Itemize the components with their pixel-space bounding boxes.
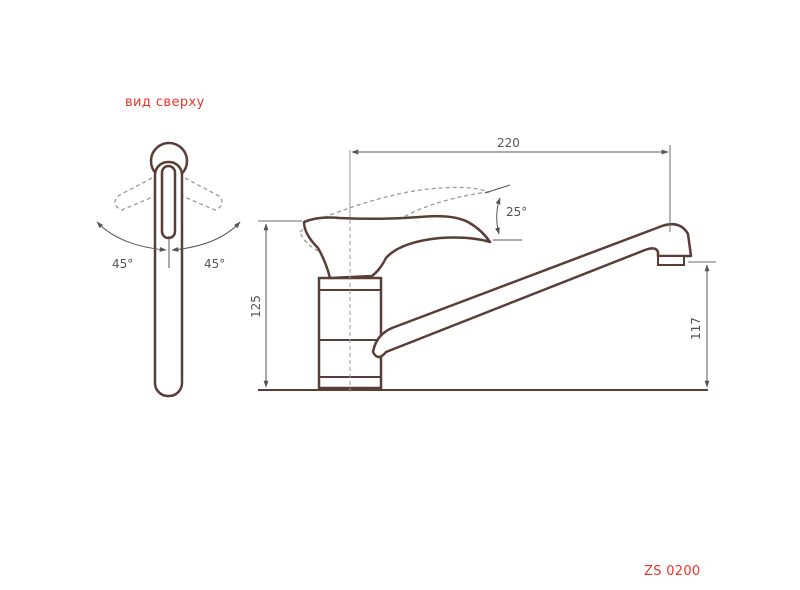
rotated-handle-left <box>114 177 156 211</box>
spout-aerator <box>657 255 685 266</box>
faucet-lever <box>302 214 492 280</box>
spout-height-dimension-label: 117 <box>689 317 703 340</box>
right-angle-arc <box>171 221 241 252</box>
left-angle-label: 45° <box>112 257 133 271</box>
model-code: ZS 0200 <box>644 564 701 579</box>
lever-angle-label: 25° <box>506 205 527 219</box>
top-view: 45° 45° <box>96 141 241 398</box>
top-view-lever <box>160 164 177 240</box>
top-view-caption: вид сверху <box>125 95 205 110</box>
lever-angle-arc <box>495 197 501 235</box>
rotated-handle-right <box>181 177 223 211</box>
right-angle-label: 45° <box>204 257 225 271</box>
width-dimension-label: 220 <box>497 136 520 150</box>
faucet-spout <box>371 223 693 359</box>
side-view: 220 125 117 25° <box>249 136 716 392</box>
lever-raised-outline <box>299 186 491 269</box>
left-angle-arc <box>96 221 167 252</box>
top-view-rotated-handles <box>114 177 223 211</box>
height-dimension-label: 125 <box>249 295 263 318</box>
